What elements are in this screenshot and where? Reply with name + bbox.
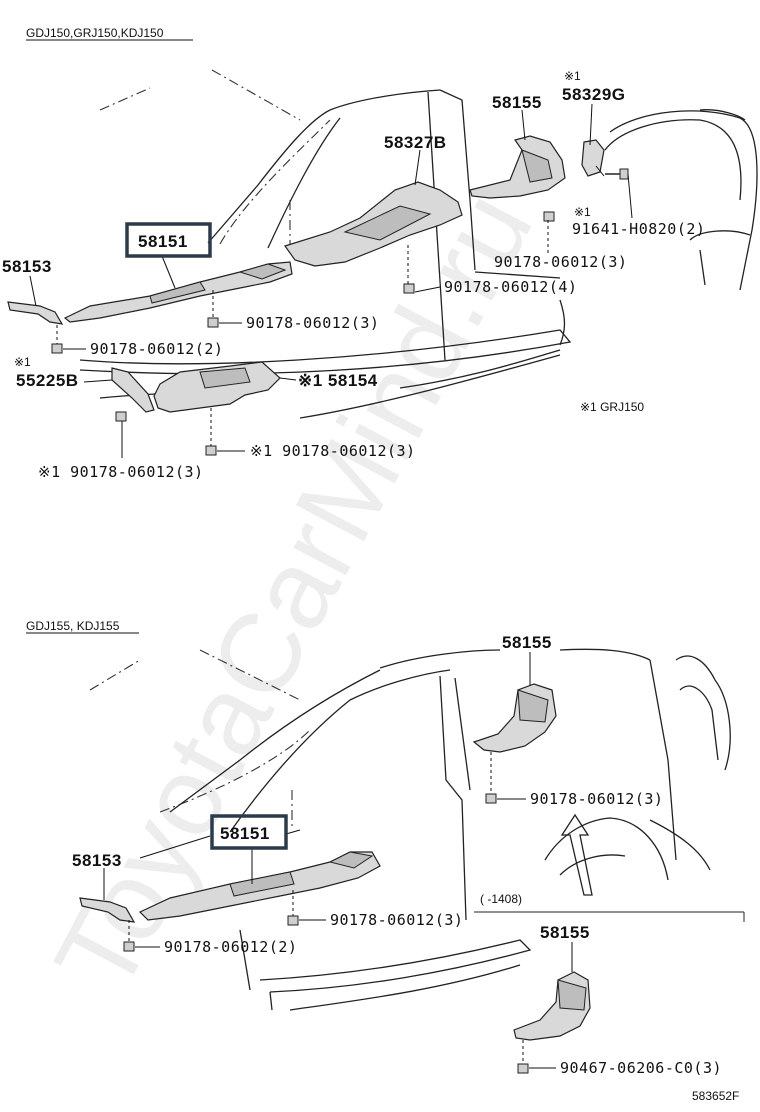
part-58154 (153, 361, 281, 413)
label-58155-bottom-upper: 58155 (502, 633, 552, 652)
label-nut-left-top: 90178-06012(2) (90, 340, 223, 358)
top-section: GDJ150,GRJ150,KDJ150 (2, 26, 758, 481)
leaders-bottom (103, 652, 573, 1069)
bottom-section: GDJ155, KDJ155 (26, 619, 745, 1077)
label-nut-low-top: ※1 90178-06012(3) (250, 442, 416, 460)
top-note: ※1 GRJ150 (580, 400, 644, 414)
label-nut-bottom-bottom: 90467-06206-C0(3) (560, 1059, 722, 1077)
label-nut-mid-top: 90178-06012(3) (246, 314, 379, 332)
bottom-car-outline (89, 648, 745, 1011)
part-58155-top (469, 135, 566, 199)
label-58151-top: 58151 (138, 232, 188, 251)
label-91641-mark: ※1 (574, 205, 591, 219)
label-nut-center-top: 90178-06012(4) (444, 278, 577, 296)
label-58329g-mark: ※1 (564, 69, 581, 83)
label-58329g: 58329G (562, 85, 626, 104)
label-55225b-mark: ※1 (14, 355, 31, 369)
label-nut-right-top: 90178-06012(3) (494, 253, 627, 271)
label-91641: 91641-H0820(2) (572, 220, 705, 238)
label-58155-top: 58155 (492, 93, 542, 112)
label-nut-left-bottom: 90178-06012(2) (164, 938, 297, 956)
part-58153-bottom (79, 897, 136, 923)
label-58153-top: 58153 (2, 257, 52, 276)
footer-code: 583652F (692, 1089, 739, 1103)
nuts-top (51, 211, 555, 456)
label-55225b: 55225B (16, 371, 79, 390)
top-header: GDJ150,GRJ150,KDJ150 (26, 26, 164, 40)
label-58155-bottom-lower: 58155 (540, 923, 590, 942)
highlight-58151-bottom (210, 814, 288, 850)
label-58153-bottom: 58153 (72, 851, 122, 870)
label-nut-mid-bottom: 90178-06012(3) (330, 911, 463, 929)
bottom-header: GDJ155, KDJ155 (26, 619, 120, 633)
highlight-58151-top (125, 222, 212, 258)
screw-91641 (605, 168, 629, 180)
part-55225b (111, 367, 155, 413)
label-58151-bottom: 58151 (220, 824, 270, 843)
part-58329g (581, 139, 605, 177)
label-nut-bottom-top: ※1 90178-06012(3) (38, 463, 204, 481)
label-58154: ※1 58154 (298, 371, 378, 390)
label-58327b: 58327B (384, 133, 447, 152)
label-nut-top-bottom: 90178-06012(3) (530, 790, 663, 808)
nuts-bottom (123, 793, 529, 1074)
leaders-top (29, 103, 633, 458)
part-58153-top (7, 301, 64, 325)
bracket-note: ( -1408) (480, 892, 522, 906)
